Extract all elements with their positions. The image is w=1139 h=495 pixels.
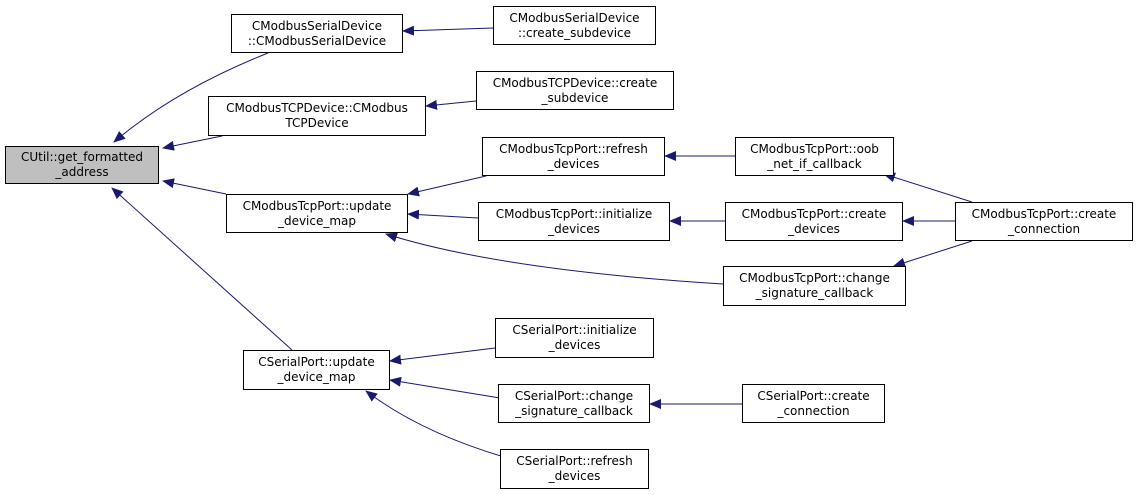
node-label-line: _subdevice: [541, 90, 609, 105]
call-edge-msd-to-root: [113, 52, 269, 143]
call-edge-ser-change-to-ser-update: [389, 376, 501, 399]
node-label-line: CModbusSerialDevice: [509, 10, 640, 25]
node-label-line: ::CModbusSerialDevice: [247, 33, 387, 48]
caller-node-ser-refresh[interactable]: CSerialPort::refresh_devices: [500, 449, 649, 489]
caller-node-tcp-init[interactable]: CModbusTcpPort::initialize_devices: [478, 202, 670, 241]
node-label-line: _devices: [788, 221, 840, 236]
call-edge-tcp-change-to-tcp-update: [385, 232, 724, 285]
node-label-line: CModbusTcpPort::create: [971, 206, 1117, 221]
node-label-line: CModbusTcpPort::create: [741, 206, 887, 221]
node-label-line: CModbusTCPDevice::CModbus: [226, 101, 408, 115]
caller-node-tcp-create-conn[interactable]: CModbusTcpPort::create_connection: [955, 202, 1133, 241]
caller-node-tcp-refresh[interactable]: CModbusTcpPort::refresh_devices: [482, 137, 665, 176]
call-edge-tcp-init-to-tcp-update: [407, 209, 479, 220]
call-edge-mtd-create-to-mtd: [425, 99, 477, 110]
call-edge-ser-init-to-ser-update: [389, 347, 496, 365]
node-label-line: _devices: [548, 221, 600, 236]
node-label-line: CSerialPort::initialize: [512, 323, 637, 337]
caller-node-mtd-create[interactable]: CModbusTCPDevice::create_subdevice: [476, 71, 674, 110]
node-label-line: _connection: [777, 403, 850, 418]
node-label-line: _address: [55, 165, 109, 179]
caller-node-ser-update[interactable]: CSerialPort::update_device_map: [243, 350, 390, 390]
caller-node-ser-init[interactable]: CSerialPort::initialize_devices: [495, 318, 654, 358]
call-edge-ser-update-to-root: [111, 187, 293, 351]
caller-node-tcp-oob[interactable]: CModbusTcpPort::oob_net_if_callback: [735, 137, 894, 176]
caller-node-msd[interactable]: CModbusSerialDevice::CModbusSerialDevice: [231, 14, 403, 53]
node-label-line: _device_map: [277, 370, 356, 384]
node-label-line: _net_if_callback: [767, 156, 862, 171]
node-label-line: CSerialPort::change: [514, 388, 634, 403]
caller-node-tcp-create-dev[interactable]: CModbusTcpPort::create_devices: [725, 202, 903, 241]
caller-node-msd-create[interactable]: CModbusSerialDevice::create_subdevice: [493, 6, 656, 45]
node-label-line: CSerialPort::refresh: [516, 454, 633, 468]
call-edge-tcp-update-to-root: [162, 178, 227, 195]
node-label-line: CSerialPort::update: [258, 355, 375, 369]
node-label-line: CModbusTcpPort::oob: [750, 141, 879, 156]
call-edge-tcp-refresh-to-tcp-update: [407, 175, 487, 197]
node-label-line: TCPDevice: [285, 116, 349, 130]
node-label-line: ::create_subdevice: [517, 25, 632, 40]
root-function-node: CUtil::get_formatted_address: [5, 146, 159, 184]
node-label-line: CModbusSerialDevice: [251, 18, 383, 33]
node-label-line: _devices: [547, 156, 600, 171]
node-label-line: _signature_callback: [755, 286, 874, 300]
node-label-line: _device_map: [277, 213, 357, 228]
node-label-line: CUtil::get_formatted: [20, 150, 144, 164]
call-edge-ser-refresh-to-ser-update: [365, 390, 505, 458]
call-edge-mtd-to-root: [162, 135, 223, 151]
node-label-line: CModbusTcpPort::refresh: [499, 141, 648, 156]
caller-node-ser-create-conn[interactable]: CSerialPort::create_connection: [742, 384, 885, 423]
node-label-line: CModbusTCPDevice::create: [492, 75, 658, 90]
node-label-line: _signature_callback: [515, 403, 633, 418]
node-label-line: CSerialPort::create: [757, 388, 870, 403]
caller-node-ser-change[interactable]: CSerialPort::change_signature_callback: [498, 384, 650, 423]
call-edge-msd-create-to-msd: [402, 25, 494, 36]
caller-node-tcp-change[interactable]: CModbusTcpPort::change_signature_callbac…: [723, 266, 906, 306]
node-label-line: CModbusTcpPort::change: [739, 271, 890, 285]
caller-node-tcp-update[interactable]: CModbusTcpPort::update_device_map: [226, 194, 408, 233]
call-edge-tcp-create-conn-to-tcp-change: [893, 240, 973, 268]
call-edge-tcp-create-conn-to-tcp-oob: [883, 172, 973, 203]
node-label-line: CModbusTcpPort::update: [242, 198, 392, 213]
node-label-line: CModbusTcpPort::initialize: [495, 206, 653, 221]
node-label-line: _connection: [1007, 221, 1081, 236]
node-label-line: _devices: [548, 338, 601, 352]
node-label-line: _devices: [548, 469, 601, 483]
